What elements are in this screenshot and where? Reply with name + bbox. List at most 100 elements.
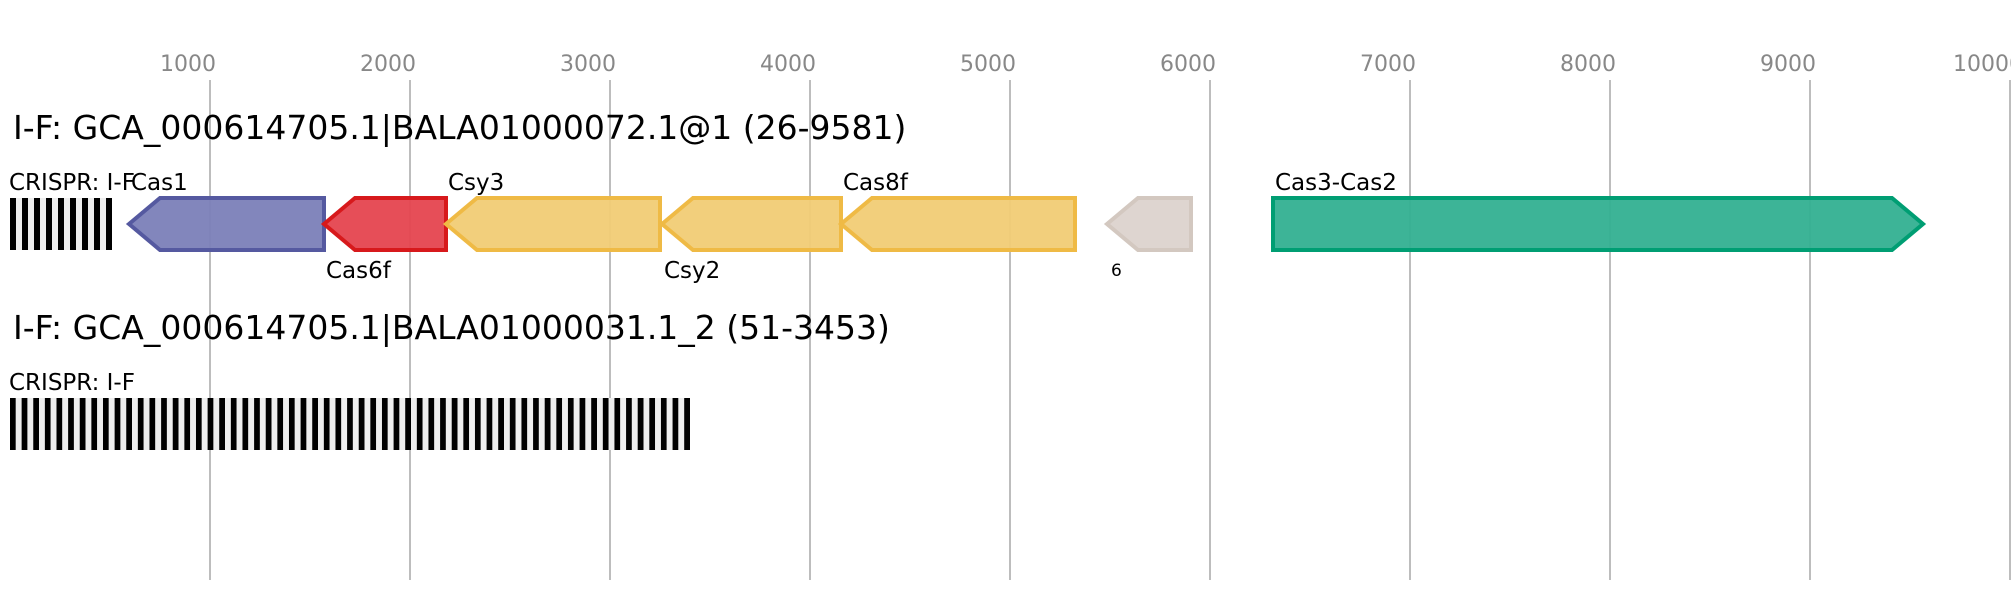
crispr-spacer: [352, 398, 359, 450]
crispr-repeat: [300, 398, 307, 450]
axis-tick-label: 9000: [1760, 52, 1816, 77]
crispr-repeat: [463, 398, 470, 450]
crispr-spacer: [190, 398, 196, 450]
crispr-spacer: [678, 398, 685, 450]
crispr-repeat: [381, 398, 388, 450]
crispr-spacer: [411, 398, 417, 450]
crispr-repeat: [440, 398, 446, 450]
crispr-spacer: [40, 198, 46, 250]
crispr-repeat: [347, 398, 353, 450]
crispr-spacer: [88, 198, 94, 250]
crispr-repeat: [58, 198, 64, 250]
axis-tick-label: 8000: [1560, 52, 1616, 77]
crispr-repeat: [672, 398, 679, 450]
crispr-repeat: [149, 398, 156, 450]
gene-arrow-cas6f[interactable]: [320, 196, 448, 252]
crispr-spacer: [62, 398, 69, 450]
crispr-repeat: [393, 398, 400, 450]
crispr-repeat: [591, 398, 598, 450]
gene-arrow-cas8f[interactable]: [837, 196, 1077, 252]
gene-arrow-csy2[interactable]: [658, 196, 843, 252]
crispr-spacer: [666, 398, 673, 450]
crispr-repeat: [544, 398, 551, 450]
crispr-spacer: [631, 398, 638, 450]
crispr-repeat: [288, 398, 295, 450]
gene-label: 6: [1111, 261, 1122, 281]
locus-title: I-F: GCA_000614705.1|BALA01000072.1@1 (2…: [13, 108, 906, 147]
crispr-spacer: [236, 398, 243, 450]
crispr-spacer: [28, 198, 34, 250]
crispr-repeat: [416, 398, 423, 450]
crispr-repeat: [684, 398, 690, 450]
crispr-array: [10, 398, 690, 450]
crispr-repeat: [44, 398, 51, 450]
crispr-spacer: [376, 398, 382, 450]
crispr-repeat: [195, 398, 202, 450]
crispr-repeat: [567, 398, 574, 450]
crispr-spacer: [341, 398, 348, 450]
crispr-repeat: [106, 198, 112, 250]
gene-arrow-csy3[interactable]: [442, 196, 662, 252]
crispr-spacer: [620, 398, 627, 450]
crispr-repeat: [46, 198, 52, 250]
crispr-spacer: [201, 398, 208, 450]
crispr-repeat: [312, 398, 319, 450]
crispr-spacer: [655, 398, 661, 450]
axis-tick-label: 10000: [1953, 52, 2011, 77]
crispr-repeat: [451, 398, 458, 450]
locus-title: I-F: GCA_000614705.1|BALA01000031.1_2 (5…: [13, 308, 890, 347]
axis-tick-label: 2000: [360, 52, 416, 77]
crispr-repeat: [137, 398, 144, 450]
crispr-spacer: [248, 398, 255, 450]
crispr-repeat: [94, 198, 100, 250]
crispr-repeat: [10, 198, 16, 250]
crispr-spacer: [422, 398, 429, 450]
axis-tick-label: 6000: [1160, 52, 1216, 77]
crispr-spacer: [100, 198, 106, 250]
crispr-repeat: [428, 398, 435, 450]
crispr-spacer: [271, 398, 278, 450]
crispr-repeat: [91, 398, 98, 450]
crispr-spacer: [585, 398, 592, 450]
gene-arrow-6[interactable]: [1103, 196, 1193, 252]
crispr-repeat: [509, 398, 516, 450]
crispr-repeat: [660, 398, 667, 450]
crispr-spacer: [178, 398, 185, 450]
crispr-spacer: [364, 398, 371, 450]
crispr-spacer: [16, 198, 22, 250]
crispr-spacer: [504, 398, 510, 450]
crispr-repeat: [102, 398, 109, 450]
crispr-spacer: [64, 198, 70, 250]
gene-arrow-cas1[interactable]: [125, 196, 326, 252]
axis-tick-label: 5000: [960, 52, 1016, 77]
crispr-spacer: [643, 398, 650, 450]
crispr-repeat: [114, 398, 121, 450]
crispr-spacer: [608, 398, 615, 450]
crispr-spacer: [50, 398, 57, 450]
crispr-repeat: [33, 398, 40, 450]
crispr-spacer: [143, 398, 150, 450]
crispr-repeat: [579, 398, 586, 450]
crispr-spacer: [294, 398, 301, 450]
crispr-repeat: [184, 398, 191, 450]
locus-track: I-F: GCA_000614705.1|BALA01000031.1_2 (5…: [9, 308, 890, 450]
crispr-spacer: [225, 398, 231, 450]
crispr-repeat: [68, 398, 74, 450]
crispr-spacer: [108, 398, 115, 450]
crispr-repeat: [498, 398, 505, 450]
crispr-spacer: [318, 398, 324, 450]
crispr-spacer: [283, 398, 289, 450]
gene-arrow-cas3-cas2[interactable]: [1271, 196, 1927, 252]
crispr-repeat: [533, 398, 539, 450]
crispr-repeat: [70, 198, 76, 250]
crispr-repeat: [254, 398, 260, 450]
crispr-spacer: [120, 398, 127, 450]
crispr-repeat: [474, 398, 481, 450]
crispr-spacer: [434, 398, 441, 450]
crispr-repeat: [219, 398, 226, 450]
crispr-repeat: [323, 398, 330, 450]
crispr-repeat: [126, 398, 133, 450]
crispr-spacer: [76, 198, 82, 250]
